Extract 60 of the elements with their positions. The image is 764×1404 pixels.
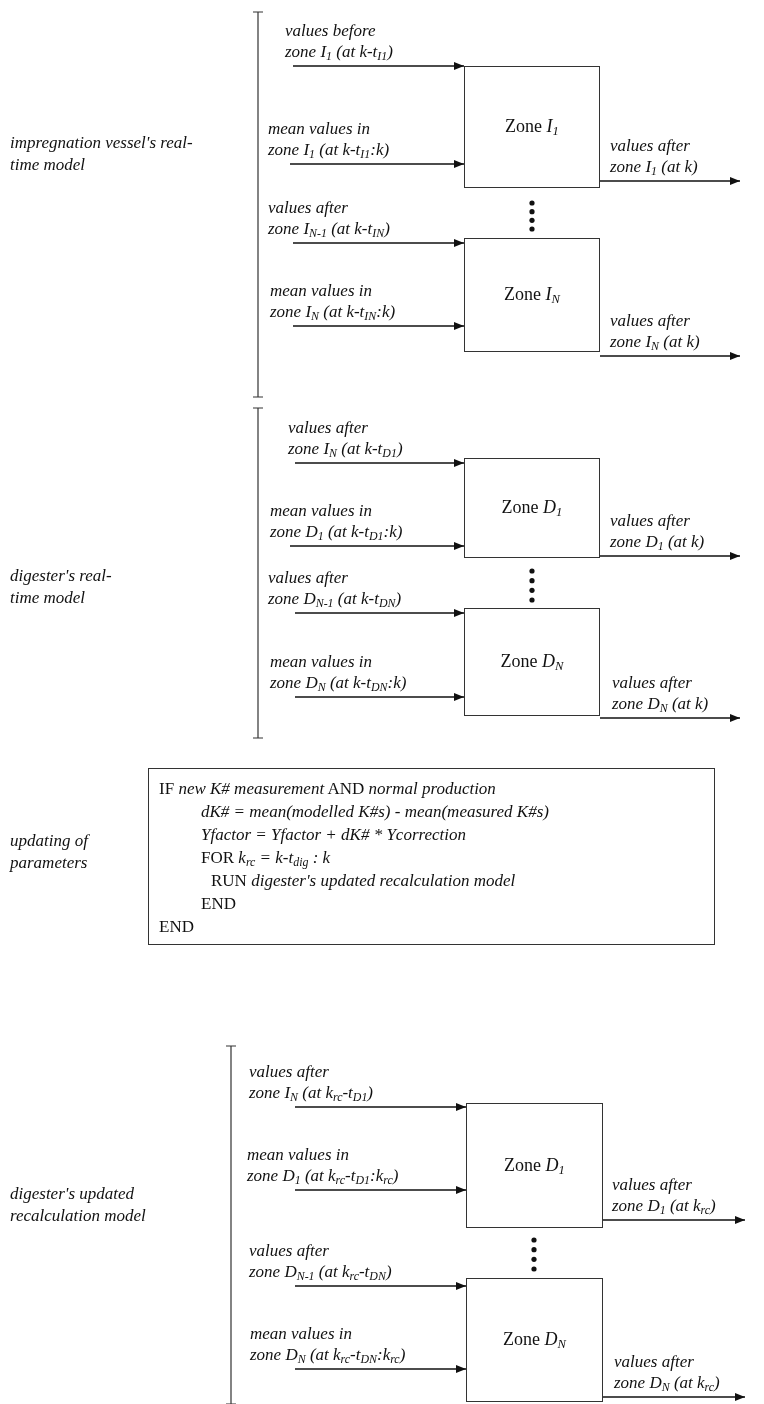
arrow (294, 1103, 467, 1111)
zone-box (466, 1278, 603, 1402)
zone-name: Zone D$_{N}$ (502, 1329, 567, 1350)
edge-label: values after zone I$_{N-1}$ (at k-t$_{IN}$) (268, 197, 390, 239)
arrow (294, 459, 465, 467)
edge-label: values after zone D$_{N}$ (at k) (612, 672, 709, 714)
arrow (602, 1216, 746, 1224)
arrow (599, 352, 741, 360)
arrow (292, 62, 465, 70)
arrow (602, 1393, 746, 1401)
edge-label: mean values in zone D$_{N}$ (at k-t$_{DN}$:k) (270, 651, 407, 693)
section-label: updating of parameters (10, 830, 91, 874)
arrow (289, 542, 465, 550)
edge-label: values after zone I$_{N}$ (at k$_{rc}$-t$_{D1}$) (249, 1061, 374, 1103)
edge-label: values after zone I$_{1}$ (at k) (610, 135, 698, 177)
code-line: RUN digester's updated recalculation model (211, 871, 516, 891)
zone-name: Zone D$_{1}$ (500, 497, 564, 518)
zone-box (464, 66, 600, 188)
code-line: END (159, 917, 194, 937)
zone-name: Zone D$_{N}$ (499, 651, 565, 672)
zone-box (464, 608, 600, 716)
edge-label: values after zone D$_{N-1}$ (at k-t$_{DN}$) (268, 567, 402, 609)
edge-label: mean values in zone D$_{1}$ (at k-t$_{D1}$:k) (270, 500, 403, 542)
arrow (599, 177, 741, 185)
arrow (294, 609, 465, 617)
code-line: FOR k$_{rc}$ = k-t$_{dig}$ : k (201, 848, 331, 868)
edge-label: mean values in zone I$_{N}$ (at k-t$_{IN}$:k) (270, 280, 396, 322)
code-line: END (201, 894, 236, 914)
edge-label: values before zone I$_{1}$ (at k-t$_{I1}$) (285, 20, 393, 62)
code-line: IF new K# measurement AND normal production (159, 779, 496, 799)
edge-label: values after zone D$_{N}$ (at k$_{rc}$) (614, 1351, 720, 1393)
zone-name: Zone I$_{N}$ (503, 284, 561, 305)
arrow (292, 322, 465, 330)
arrow (294, 1365, 467, 1373)
edge-label: values after zone D$_{1}$ (at k) (610, 510, 705, 552)
code-line: dK# = mean(modelled K#s) - mean(measured K#s) (201, 802, 549, 822)
arrow (599, 552, 741, 560)
zone-name: Zone D$_{1}$ (503, 1154, 566, 1176)
code-line: Yfactor = Yfactor + dK# * Ycorrection (201, 825, 467, 845)
edge-label: mean values in zone I$_{1}$ (at k-t$_{I1}$:k) (268, 118, 390, 160)
section-label: digester's updated recalculation model (10, 1183, 147, 1227)
arrow (292, 239, 465, 247)
zone-box (464, 458, 600, 558)
arrow (599, 714, 741, 722)
arrow (294, 693, 465, 701)
arrow (294, 1282, 467, 1290)
edge-label: values after zone D$_{N-1}$ (at k$_{rc}$-t$_{DN}$) (249, 1240, 392, 1282)
zone-name: Zone I$_{1}$ (504, 116, 560, 137)
arrow (289, 160, 465, 168)
edge-label: mean values in zone D$_{N}$ (at k$_{rc}$-t$_{DN}$:k$_{rc}$) (250, 1323, 406, 1365)
edge-label: values after zone I$_{N}$ (at k) (610, 310, 700, 352)
zone-box (464, 238, 600, 352)
section-label: impregnation vessel's real-time model (10, 132, 194, 176)
arrow (294, 1186, 467, 1194)
section-label: digester's real-time model (10, 565, 113, 609)
edge-label: mean values in zone D$_{1}$ (at k$_{rc}$-t$_{D1}$:k$_{rc}$) (247, 1144, 399, 1186)
pseudo-code-box (148, 768, 715, 945)
zone-box (466, 1103, 603, 1228)
edge-label: values after zone D$_{1}$ (at k$_{rc}$) (612, 1174, 716, 1216)
edge-label: values after zone I$_{N}$ (at k-t$_{D1}$) (288, 417, 403, 459)
